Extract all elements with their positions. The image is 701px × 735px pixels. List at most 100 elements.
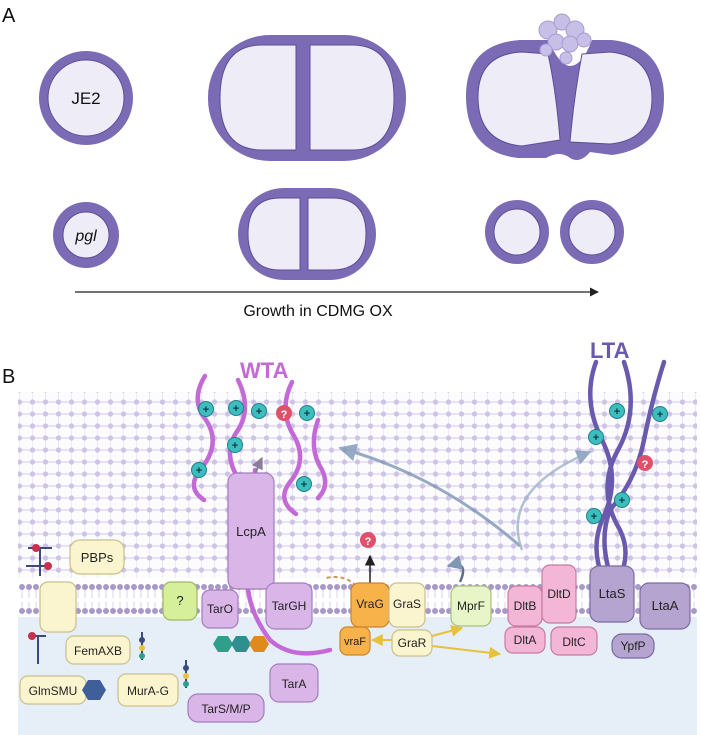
svg-text:LtaS: LtaS bbox=[599, 586, 626, 601]
lipid-head bbox=[26, 584, 32, 590]
lta-title: LTA bbox=[590, 338, 630, 363]
wta-title: WTA bbox=[240, 358, 289, 383]
protein-glmsmu: GlmSMU bbox=[19, 675, 87, 705]
lipid-head bbox=[82, 608, 88, 614]
svg-text:LcpA: LcpA bbox=[236, 524, 266, 539]
protein-grar: GraR bbox=[391, 629, 433, 657]
lipid-head bbox=[82, 584, 88, 590]
protein-gras: GraS bbox=[388, 582, 426, 628]
protein-dltd: DltD bbox=[541, 564, 577, 624]
svg-text:TarA: TarA bbox=[282, 677, 307, 691]
lipid-head bbox=[341, 584, 347, 590]
lipid-head bbox=[124, 584, 130, 590]
lipid-head bbox=[145, 584, 151, 590]
lysis-debris-icon bbox=[538, 13, 592, 65]
svg-text:MprF: MprF bbox=[457, 599, 485, 613]
positive-charge-icon bbox=[614, 492, 630, 508]
positive-charge-icon bbox=[586, 508, 602, 524]
panel-a-label: A bbox=[2, 5, 16, 27]
lipid-head bbox=[33, 584, 39, 590]
positive-charge-symbol: + bbox=[614, 406, 620, 418]
cell-pgl: pgl bbox=[53, 202, 119, 268]
positive-charge-icon bbox=[652, 406, 668, 422]
precursor-molecule-icons bbox=[26, 544, 269, 700]
lipid-head bbox=[313, 584, 319, 590]
svg-text:PBPs: PBPs bbox=[81, 550, 114, 565]
lipid-head bbox=[124, 608, 130, 614]
lipid-head bbox=[313, 608, 319, 614]
svg-text:GraR: GraR bbox=[398, 636, 427, 650]
protein-vrag: VraG bbox=[350, 582, 390, 628]
lipid-head bbox=[215, 584, 221, 590]
svg-text:GlmSMU: GlmSMU bbox=[29, 684, 78, 698]
unknown-charge-lta: ? bbox=[637, 455, 653, 471]
lipid-head bbox=[110, 584, 116, 590]
cell-dividing-large bbox=[208, 35, 406, 161]
lipid-head bbox=[75, 584, 81, 590]
svg-text:DltD: DltD bbox=[547, 587, 571, 601]
positive-charge-symbol: + bbox=[232, 440, 238, 452]
protein-lcpa: LcpA bbox=[227, 472, 275, 590]
lipid-head bbox=[439, 584, 445, 590]
lipid-head bbox=[579, 584, 585, 590]
protein-ypfp: YpfP bbox=[611, 633, 655, 659]
unknown-effector: ? bbox=[360, 532, 376, 548]
positive-charge-icon bbox=[191, 462, 207, 478]
growth-axis-label: Growth in CDMG OX bbox=[243, 303, 393, 320]
lta-polymers bbox=[587, 359, 667, 583]
positive-charge-symbol: + bbox=[619, 495, 625, 507]
protein-mprf: MprF bbox=[450, 585, 492, 627]
lipid-head bbox=[103, 584, 109, 590]
svg-text:GraS: GraS bbox=[393, 597, 421, 611]
lipid-head bbox=[446, 584, 452, 590]
lipid-head bbox=[341, 608, 347, 614]
lipid-head bbox=[334, 584, 340, 590]
lipid-head bbox=[495, 608, 501, 614]
svg-text:TarGH: TarGH bbox=[272, 599, 307, 613]
lipid-head bbox=[96, 608, 102, 614]
cell-dividing-damaged bbox=[466, 13, 664, 160]
lipid-head bbox=[89, 584, 95, 590]
protein-taro: TarO bbox=[201, 589, 239, 629]
lipid-head bbox=[131, 584, 137, 590]
lipid-head bbox=[117, 608, 123, 614]
svg-text:DltB: DltB bbox=[514, 599, 537, 613]
protein-tarsmp: TarS/M/P bbox=[187, 693, 265, 723]
svg-text:TarO: TarO bbox=[207, 602, 233, 616]
lipid-head bbox=[131, 608, 137, 614]
positive-charge-icon bbox=[227, 437, 243, 453]
lipid-head bbox=[691, 584, 697, 590]
positive-charges: ++++++++++++ bbox=[191, 400, 668, 524]
positive-charge-icon bbox=[609, 403, 625, 419]
cells-separated-small bbox=[485, 200, 624, 264]
positive-charge-symbol: + bbox=[196, 465, 202, 477]
cell-pgl-label: pgl bbox=[74, 228, 97, 245]
svg-text:vraF: vraF bbox=[344, 636, 366, 648]
positive-charge-symbol: + bbox=[256, 406, 262, 418]
positive-charge-icon bbox=[198, 401, 214, 417]
lipid-head bbox=[33, 608, 39, 614]
protein-ltaa: LtaA bbox=[639, 582, 691, 630]
cell-je2-label: JE2 bbox=[71, 89, 100, 108]
protein-dlta: DltA bbox=[504, 626, 546, 654]
protein-mura-g: MurA-G bbox=[117, 673, 179, 707]
lipid-head bbox=[103, 608, 109, 614]
protein-ltas: LtaS bbox=[589, 565, 635, 623]
lipid-head bbox=[502, 608, 508, 614]
lipid-head bbox=[19, 584, 25, 590]
peptidoglycan-layer bbox=[18, 392, 697, 578]
positive-charge-symbol: + bbox=[657, 409, 663, 421]
positive-charge-symbol: + bbox=[233, 403, 239, 415]
lipid-head bbox=[502, 584, 508, 590]
positive-charge-icon bbox=[251, 403, 267, 419]
lipid-head bbox=[327, 584, 333, 590]
lipid-head bbox=[320, 584, 326, 590]
lipid-head bbox=[138, 608, 144, 614]
lipid-head bbox=[110, 608, 116, 614]
lipid-head bbox=[425, 584, 431, 590]
lipid-head bbox=[691, 608, 697, 614]
svg-text:TarS/M/P: TarS/M/P bbox=[201, 702, 250, 716]
svg-text:MurA-G: MurA-G bbox=[127, 684, 169, 698]
lipid-head bbox=[320, 608, 326, 614]
